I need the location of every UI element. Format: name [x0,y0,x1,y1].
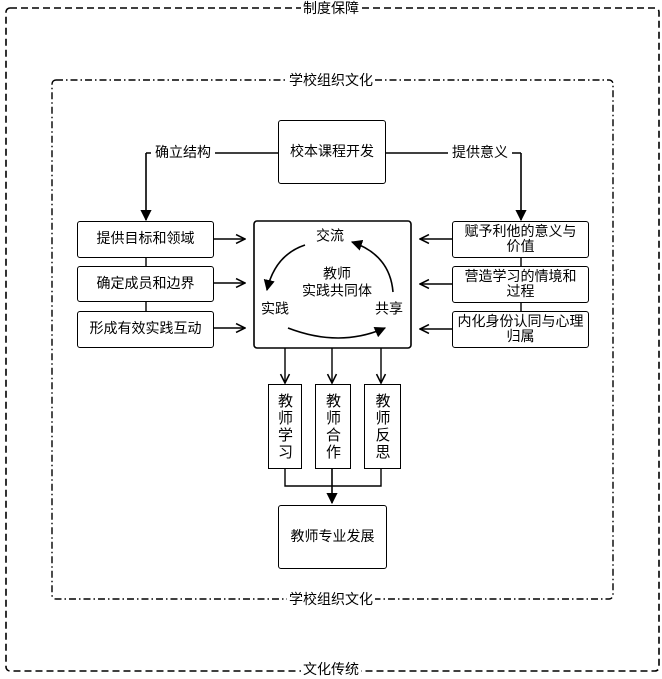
left-box-label: 确定成员和边界 [96,275,195,292]
result-label: 教师专业发展 [290,528,375,545]
community-title-line2: 实践共同体 [302,283,372,300]
left-box-goals: 提供目标和领域 [77,221,214,258]
outer-frame-bottom-label: 文化传统 [301,662,361,678]
source-label: 校本课程开发 [290,143,374,160]
outer-frame-top-label: 制度保障 [301,1,361,17]
cycle-label-practice: 实践 [261,301,289,318]
right-box-label: 内化身份认同与心理归属 [457,313,584,345]
source-box: 校本课程开发 [278,120,386,184]
right-box-situation: 营造学习的情境和过程 [452,266,589,303]
cycle-label-share: 共享 [375,301,403,318]
right-box-identity: 内化身份认同与心理归属 [452,311,589,348]
output-box-cooperation: 教师合作 [315,384,351,469]
result-box: 教师专业发展 [278,505,387,569]
cycle-label-exchange: 交流 [316,228,344,245]
cycle-arc-practice-to-share [287,326,387,339]
outputs-join-line [284,469,382,487]
left-box-label: 形成有效实践互动 [89,321,202,337]
output-label: 教师合作 [324,392,342,461]
output-box-learning: 教师学习 [268,384,302,469]
left-box-label: 提供目标和领域 [96,231,195,247]
left-box-members: 确定成员和边界 [77,266,214,302]
edge-label-meaning: 提供意义 [448,145,512,161]
output-label: 教师反思 [373,392,392,461]
community-title-line1: 教师 [323,266,351,283]
cycle-arc-exchange-to-practice [263,244,306,292]
inner-frame-top-label: 学校组织文化 [287,73,375,89]
right-box-meaning: 赋予利他的意义与价值 [452,221,589,258]
output-label: 教师学习 [276,392,294,461]
left-box-interaction: 形成有效实践互动 [77,311,214,348]
cycle-arc-share-to-exchange [350,239,394,293]
right-box-label: 赋予利他的意义与价值 [464,223,577,255]
edge-label-structure: 确立结构 [151,145,215,161]
output-box-reflection: 教师反思 [364,384,401,469]
inner-frame-bottom-label: 学校组织文化 [287,592,375,608]
right-box-label: 营造学习的情境和过程 [464,268,577,300]
